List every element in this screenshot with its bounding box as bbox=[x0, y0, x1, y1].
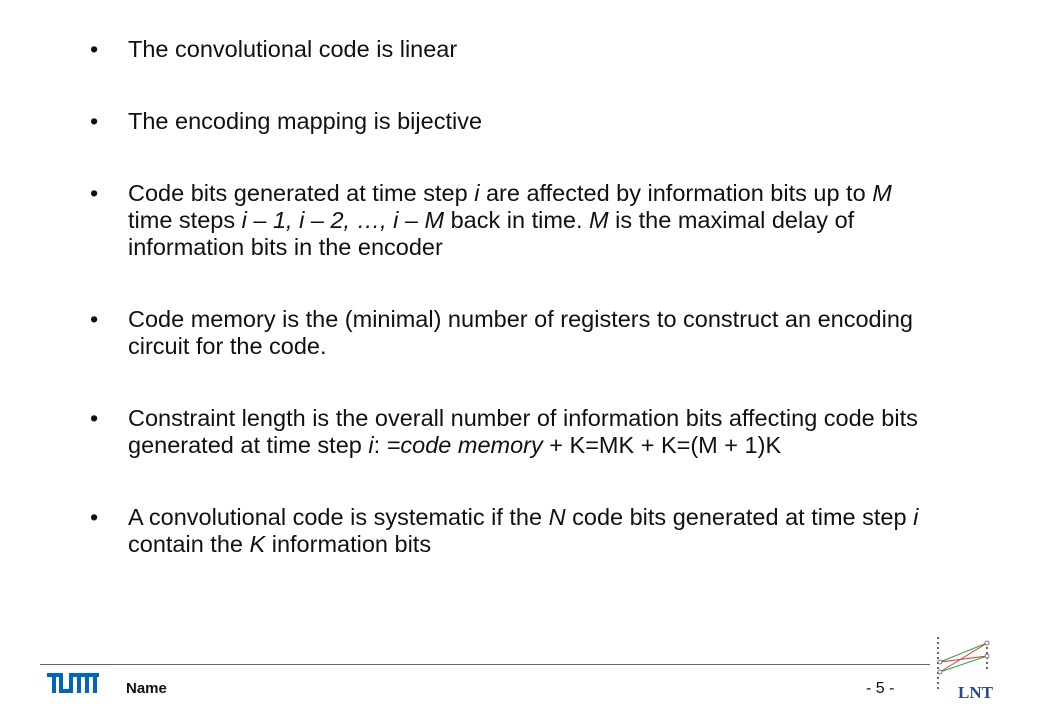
bullet-dot: • bbox=[90, 36, 99, 62]
italic-run: M bbox=[872, 180, 892, 206]
lnt-logo-text: LNT bbox=[958, 683, 993, 702]
bullet-text: The encoding mapping is bijective bbox=[128, 108, 482, 134]
italic-run: i bbox=[913, 504, 919, 530]
italic-run: =code memory bbox=[386, 432, 543, 458]
text-run: A convolutional code is systematic if th… bbox=[128, 504, 549, 530]
bullet-item: • Code bits generated at time step i are… bbox=[86, 180, 926, 261]
text-run: Constraint length is the overall number … bbox=[128, 405, 918, 458]
text-run: information bits bbox=[265, 531, 432, 557]
text-run: time steps bbox=[128, 207, 242, 233]
text-run: The encoding mapping is bijective bbox=[128, 108, 483, 134]
page-number: - 5 - bbox=[866, 680, 895, 697]
tum-logo bbox=[47, 673, 99, 693]
bullet-dot: • bbox=[90, 180, 99, 206]
text-run: are affected by information bits up to bbox=[479, 180, 873, 206]
bullet-item: • The convolutional code is linear bbox=[86, 36, 926, 63]
italic-run: i bbox=[368, 432, 374, 458]
bullet-list: • The convolutional code is linear • The… bbox=[86, 36, 926, 558]
italic-run: N bbox=[548, 504, 566, 530]
bullet-item: • A convolutional code is systematic if … bbox=[86, 504, 926, 558]
bullet-dot: • bbox=[90, 108, 99, 134]
text-run: is the maximal delay of information bits… bbox=[128, 207, 855, 260]
italic-run: M bbox=[589, 207, 609, 233]
text-run: : bbox=[373, 432, 387, 458]
text-run: Code bits generated at time step bbox=[128, 180, 475, 206]
footer-divider bbox=[40, 664, 930, 665]
text-run: contain the bbox=[128, 531, 250, 557]
bullet-item: • Constraint length is the overall numbe… bbox=[86, 405, 926, 459]
bullet-item: • Code memory is the (minimal) number of… bbox=[86, 306, 926, 360]
text-run: Code memory is the (minimal) number of r… bbox=[128, 306, 913, 359]
bullet-text: Code memory is the (minimal) number of r… bbox=[128, 306, 913, 359]
text-run: + K=MK + K=(M + 1)K bbox=[542, 432, 782, 458]
italic-run: K bbox=[249, 531, 266, 557]
bullet-text: The convolutional code is linear bbox=[128, 36, 457, 62]
bullet-text: Constraint length is the overall number … bbox=[128, 405, 918, 458]
bullet-dot: • bbox=[90, 306, 99, 332]
lnt-logo bbox=[937, 637, 990, 689]
bullet-dot: • bbox=[90, 405, 99, 431]
bullet-dot: • bbox=[90, 504, 99, 530]
text-run: The convolutional code is linear bbox=[128, 36, 458, 62]
italic-run: i bbox=[474, 180, 480, 206]
footer-name: Name bbox=[126, 680, 167, 697]
text-run: back in time. bbox=[444, 207, 590, 233]
text-run: code bits generated at time step bbox=[565, 504, 914, 530]
bullet-text: Code bits generated at time step i are a… bbox=[128, 180, 892, 260]
italic-run: i – 1, i – 2, …, i – M bbox=[241, 207, 445, 233]
bullet-text: A convolutional code is systematic if th… bbox=[128, 504, 918, 557]
bullet-item: • The encoding mapping is bijective bbox=[86, 108, 926, 135]
